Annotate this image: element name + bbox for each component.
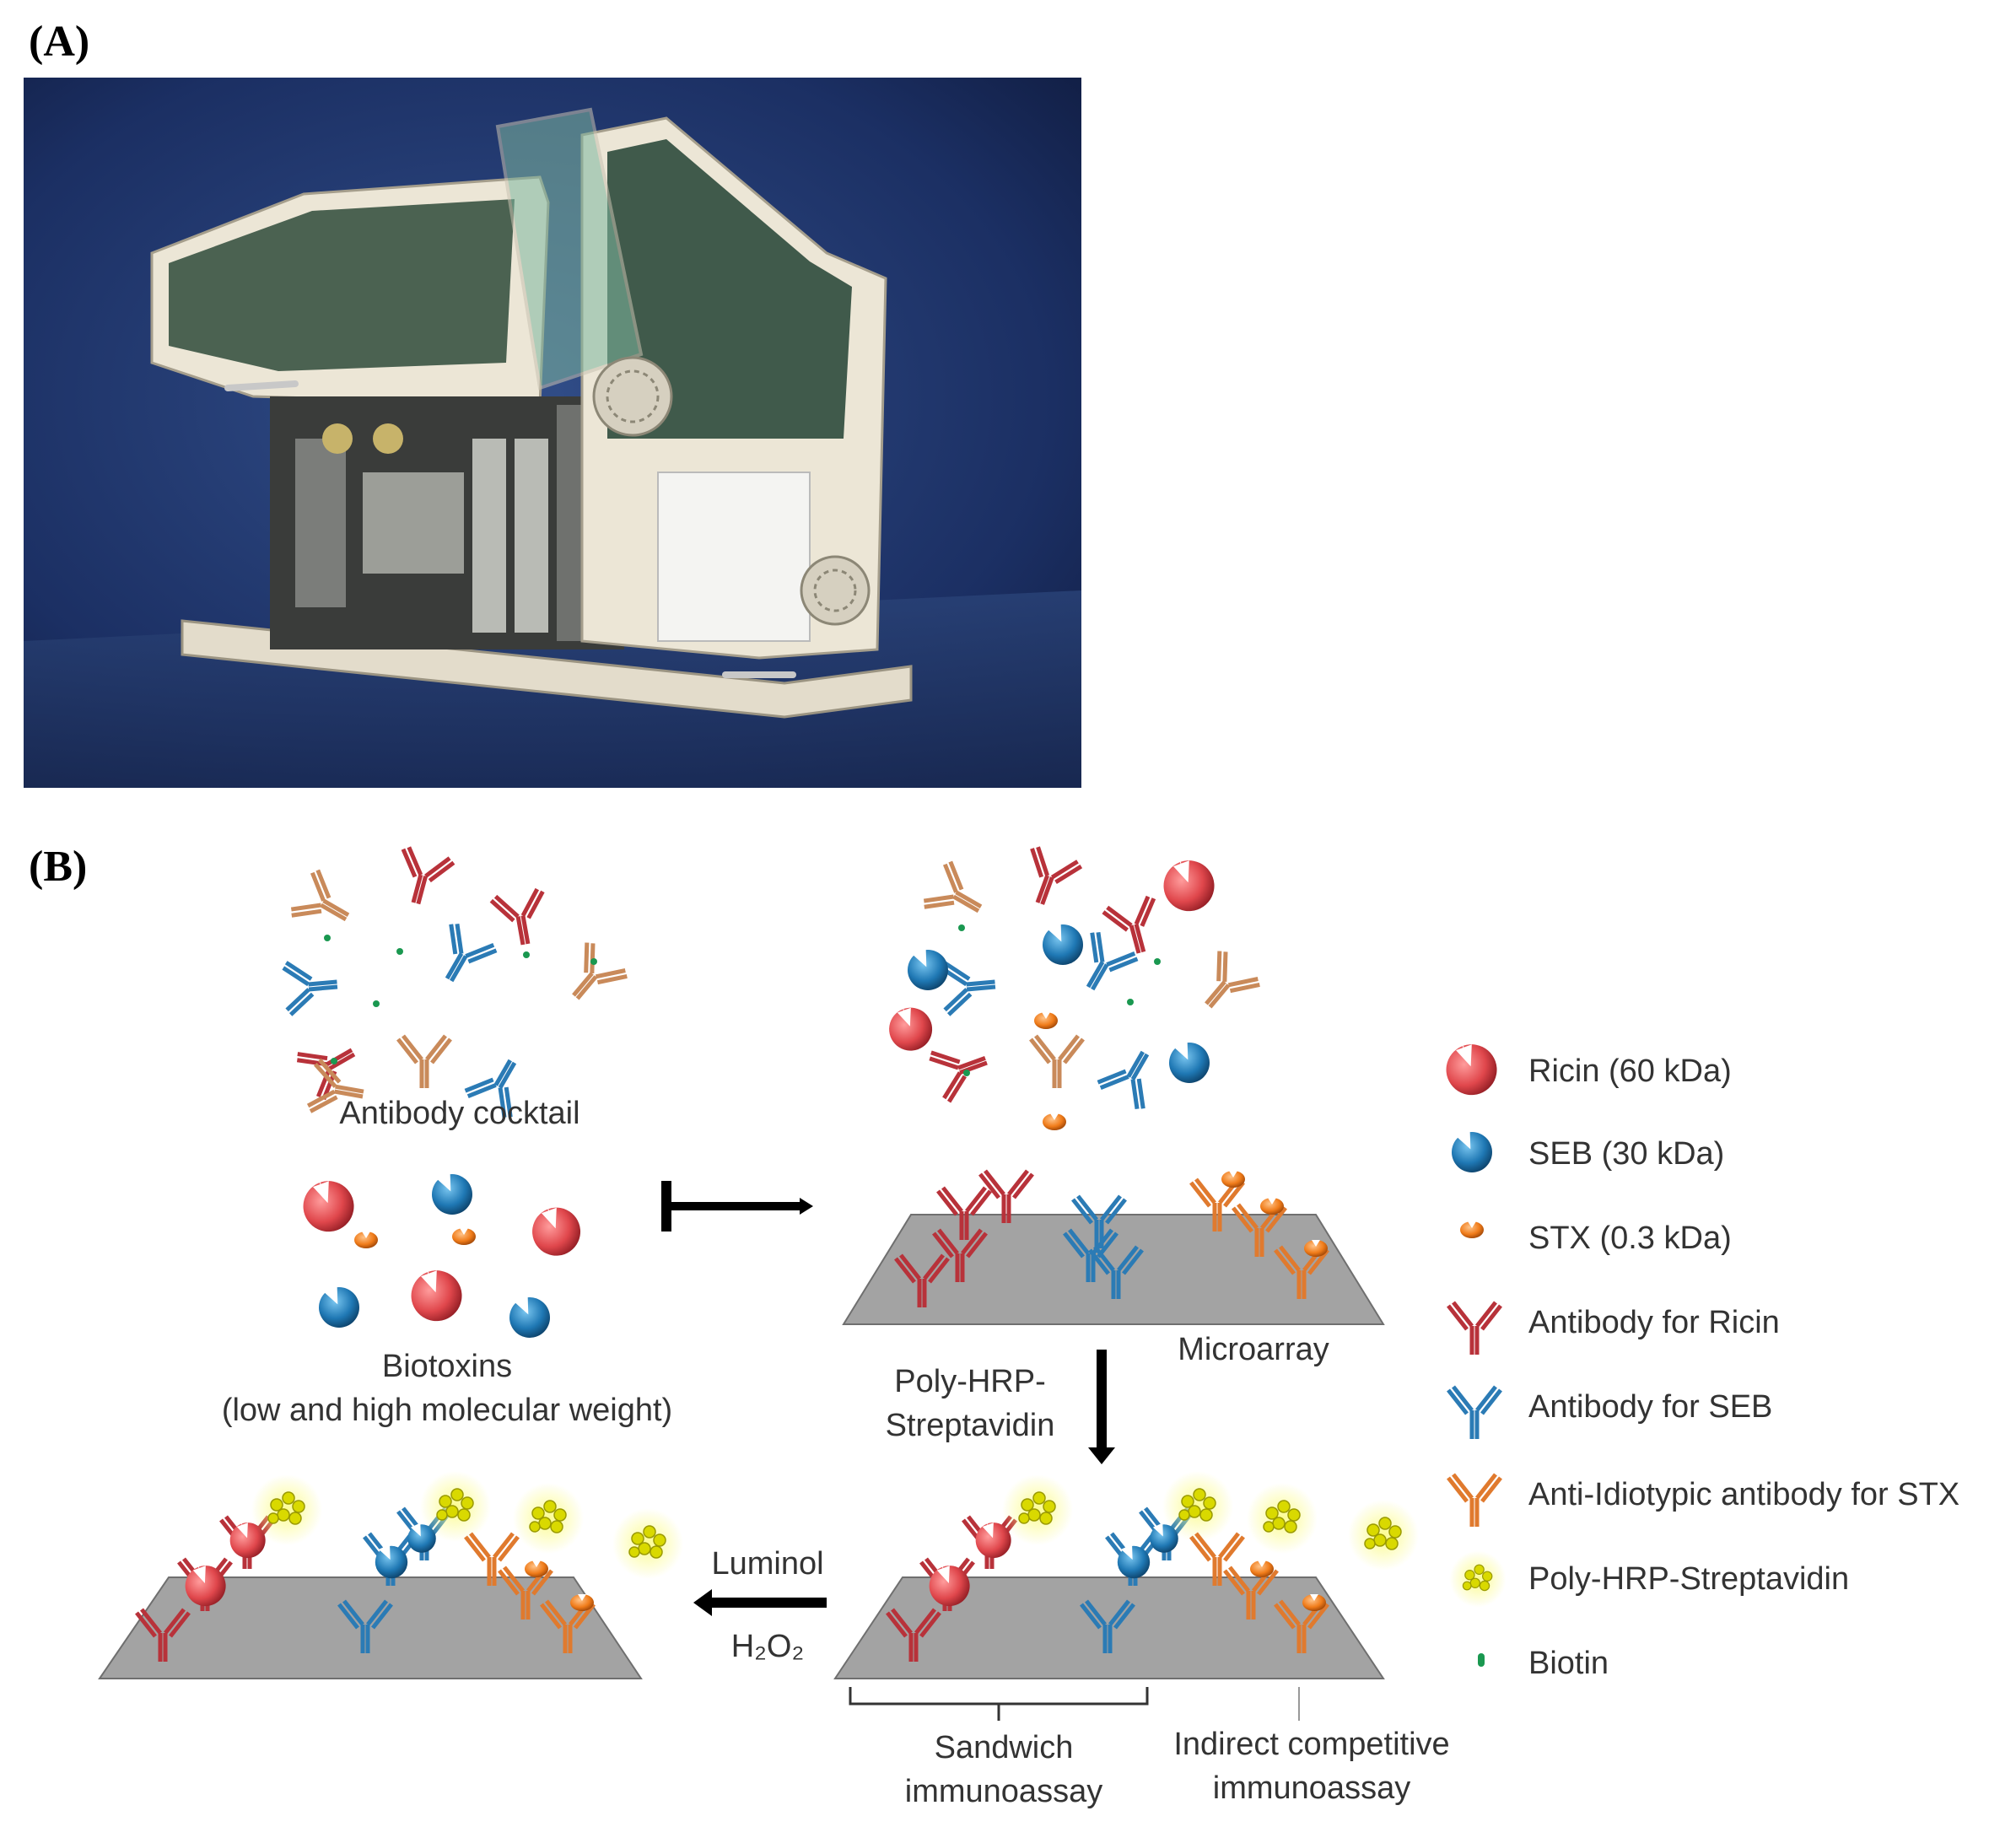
panel-b-label: (B) (29, 843, 87, 891)
seb-antibody-icon (1448, 1387, 1501, 1439)
microarray-caption: Microarray (1178, 1332, 1329, 1367)
biotoxins-cluster (296, 1172, 588, 1338)
combine-arrow (661, 1181, 813, 1231)
chemiluminescence-slide (98, 1470, 684, 1679)
legend-label-ricin-antibody: Antibody for Ricin (1528, 1305, 1780, 1340)
labeled-microarray-slide (833, 1470, 1420, 1679)
legend-item-ricin: Ricin (60 kDa) (1439, 1037, 1732, 1102)
legend-label-seb-antibody: Antibody for SEB (1528, 1389, 1772, 1425)
legend-label-biotin: Biotin (1528, 1646, 1609, 1681)
microarray-slide (842, 1171, 1385, 1325)
legend-item-seb: SEB (30 kDa) (1452, 1129, 1724, 1172)
legend-label-ricin: Ricin (60 kDa) (1528, 1054, 1732, 1089)
ricin-antibody-icon (1448, 1302, 1501, 1355)
luminol-caption: Luminol (711, 1546, 823, 1582)
h2o2-caption: H₂O₂ (731, 1629, 805, 1664)
sandwich-bracket (849, 1687, 1149, 1721)
luminol-arrow (693, 1589, 827, 1616)
antibody-cocktail-caption: Antibody cocktail (339, 1096, 579, 1131)
mixed-solution-cluster (882, 845, 1262, 1130)
legend-item-ricin-antibody: Antibody for Ricin (1448, 1302, 1780, 1355)
legend-label-stx: STX (0.3 kDa) (1528, 1221, 1732, 1256)
instrument-body (150, 107, 887, 678)
ricin-icon (1439, 1037, 1504, 1102)
biotoxins-subcaption: (low and high molecular weight) (222, 1393, 672, 1428)
competitive-caption: Indirect competitive (1173, 1727, 1449, 1762)
biotoxins-caption: Biotoxins (382, 1349, 512, 1384)
poly-hrp-arrow (1088, 1350, 1115, 1464)
stx-icon (1460, 1221, 1484, 1238)
legend-item-poly-hrp: Poly-HRP-Streptavidin (1448, 1549, 1849, 1609)
instrument-photo (24, 78, 1081, 788)
poly-hrp-subcaption: Streptavidin (886, 1408, 1055, 1443)
legend-item-biotin: Biotin (1478, 1646, 1609, 1681)
legend-item-stx-antibody: Anti-Idiotypic antibody for STX (1448, 1474, 1959, 1527)
legend-label-poly-hrp: Poly-HRP-Streptavidin (1528, 1561, 1849, 1597)
sandwich-caption: Sandwich (935, 1730, 1074, 1765)
panel-a-label: (A) (29, 18, 89, 66)
poly-hrp-caption: Poly-HRP- (894, 1364, 1045, 1399)
seb-icon (1452, 1129, 1492, 1172)
stx-antibody-icon (1448, 1474, 1501, 1527)
legend-item-seb-antibody: Antibody for SEB (1448, 1387, 1772, 1439)
competitive-subcaption: immunoassay (1213, 1770, 1410, 1806)
sandwich-subcaption: immunoassay (905, 1774, 1102, 1809)
poly-hrp-icon (1448, 1549, 1507, 1609)
antibody-cocktail-cluster (283, 846, 629, 1120)
legend-label-seb: SEB (30 kDa) (1528, 1136, 1724, 1172)
legend-item-stx: STX (0.3 kDa) (1460, 1221, 1732, 1256)
biotin-icon (1478, 1653, 1485, 1667)
legend-label-stx-antibody: Anti-Idiotypic antibody for STX (1528, 1477, 1959, 1512)
legend: Ricin (60 kDa) SEB (30 kDa) STX (0.3 kDa… (1439, 1037, 1959, 1681)
